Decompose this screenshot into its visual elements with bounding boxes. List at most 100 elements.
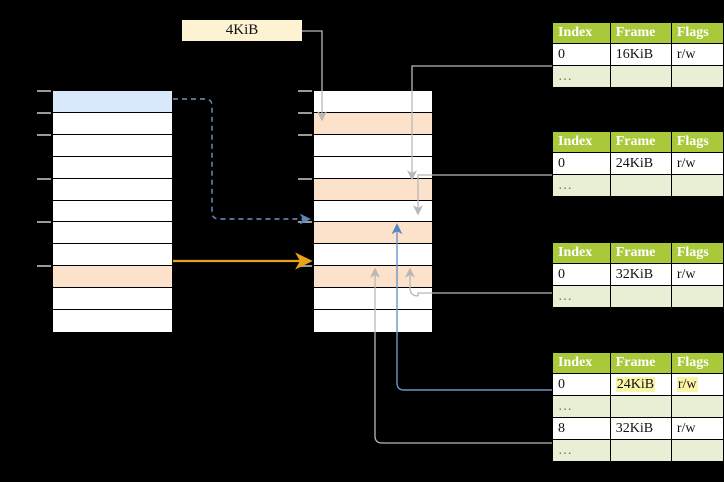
column-header-frame: Frame — [609, 352, 672, 374]
table-cell: r/w — [670, 373, 724, 396]
page-directory-tick — [37, 134, 51, 136]
page-directory-row[interactable] — [53, 112, 172, 135]
table-cell: 0 — [552, 263, 611, 286]
page-table-tick — [298, 221, 312, 223]
table-row[interactable]: … — [552, 439, 724, 462]
page-directory-tick — [37, 221, 51, 223]
table-cell: … — [552, 285, 611, 308]
table-cell: r/w — [670, 43, 724, 66]
page-table-row[interactable] — [314, 222, 432, 245]
page-directory-row[interactable] — [53, 266, 172, 289]
page-table-tick — [298, 112, 312, 114]
wire-frame2-to-pagetable — [412, 174, 552, 216]
page-directory-row[interactable] — [53, 134, 172, 157]
column-header-frame: Frame — [609, 242, 672, 264]
column-header-index: Index — [552, 22, 611, 44]
page-directory-tick — [37, 90, 51, 92]
highlighted-value: 24KiB — [615, 376, 656, 392]
page-size-label: 4KiB — [182, 20, 302, 41]
column-header-index: Index — [552, 242, 611, 264]
table-row[interactable]: … — [552, 65, 724, 88]
page-table-row[interactable] — [314, 178, 432, 201]
table-cell — [609, 65, 672, 88]
table-cell: … — [552, 439, 611, 462]
table-row[interactable]: … — [552, 174, 724, 197]
column-header-flags: Flags — [670, 352, 724, 374]
page-directory-row[interactable] — [53, 91, 172, 113]
page-table-row[interactable] — [314, 244, 432, 267]
table-cell: … — [552, 65, 611, 88]
page-directory-row[interactable] — [53, 156, 172, 179]
table-cell: 24KiB — [609, 152, 672, 175]
table-cell — [670, 285, 724, 308]
page-directory-row[interactable] — [53, 288, 172, 311]
column-header-index: Index — [552, 131, 611, 153]
column-header-index: Index — [552, 352, 611, 374]
page-table-row[interactable] — [314, 200, 432, 223]
highlighted-value: r/w — [676, 376, 698, 392]
table-cell: 32KiB — [609, 263, 672, 286]
table-cell: … — [552, 395, 611, 418]
table-cell — [670, 65, 724, 88]
page-table-row[interactable] — [314, 310, 432, 332]
page-table-tick — [298, 178, 312, 180]
table-cell: 24KiB — [609, 373, 672, 396]
page-table-tick — [298, 134, 312, 136]
page-directory-row[interactable] — [53, 178, 172, 201]
page-table-tick — [298, 90, 312, 92]
page-directory-row[interactable] — [53, 200, 172, 223]
page-table-row[interactable] — [314, 134, 432, 157]
page-table-row[interactable] — [314, 266, 432, 289]
page-table-row[interactable] — [314, 288, 432, 311]
table-row[interactable]: … — [552, 285, 724, 308]
table-cell — [670, 439, 724, 462]
table-cell: r/w — [670, 417, 724, 440]
table-cell: 8 — [552, 417, 611, 440]
column-header-flags: Flags — [670, 242, 724, 264]
wire-directory-blue-to-pagetable — [173, 98, 311, 225]
table-cell: 0 — [552, 43, 611, 66]
page-directory-tick — [37, 265, 51, 267]
page-directory-tick — [37, 112, 51, 114]
table-cell: 0 — [552, 373, 611, 396]
table-cell — [609, 285, 672, 308]
page-table-tick — [298, 265, 312, 267]
table-cell — [670, 174, 724, 197]
page-table-row[interactable] — [314, 112, 432, 135]
page-table-row[interactable] — [314, 91, 432, 113]
table-row[interactable]: … — [552, 395, 724, 418]
table-cell — [670, 395, 724, 418]
page-table-column[interactable] — [313, 90, 433, 332]
page-table-row[interactable] — [314, 156, 432, 179]
column-header-frame: Frame — [609, 131, 672, 153]
page-directory-row[interactable] — [53, 222, 172, 245]
page-directory-row[interactable] — [53, 244, 172, 267]
table-cell — [609, 439, 672, 462]
table-cell: … — [552, 174, 611, 197]
column-header-flags: Flags — [670, 131, 724, 153]
page-directory-column[interactable] — [52, 90, 173, 332]
table-cell: 16KiB — [609, 43, 672, 66]
table-cell: r/w — [670, 263, 724, 286]
page-directory-row[interactable] — [53, 310, 172, 332]
wire-frame1-to-pagetable — [406, 65, 552, 181]
column-header-frame: Frame — [609, 22, 672, 44]
table-cell: 0 — [552, 152, 611, 175]
table-cell: r/w — [670, 152, 724, 175]
table-cell: 32KiB — [609, 417, 672, 440]
table-cell — [609, 395, 672, 418]
